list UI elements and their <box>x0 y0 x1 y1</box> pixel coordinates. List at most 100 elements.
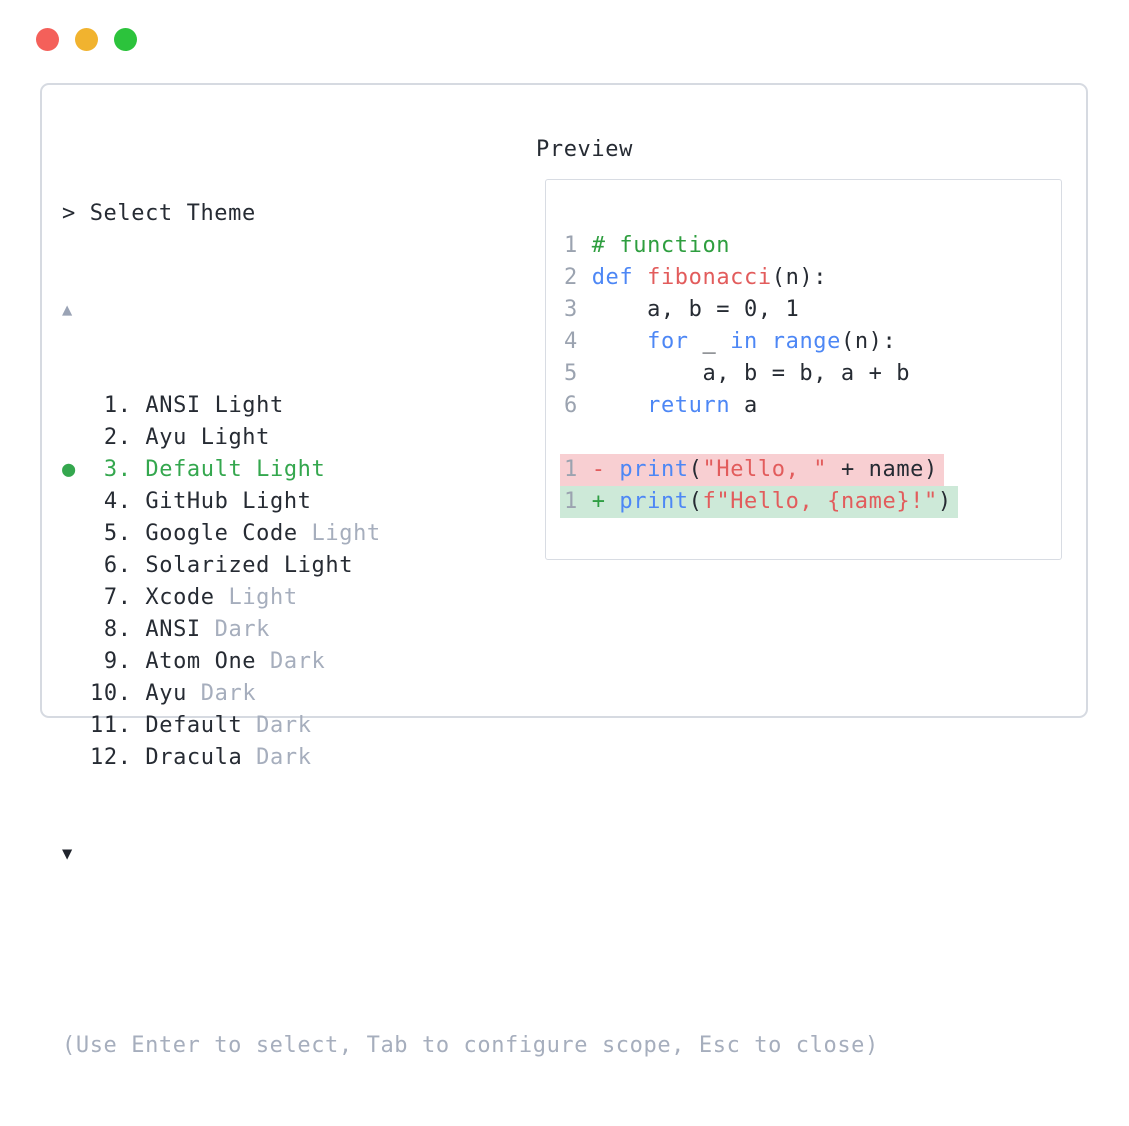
scroll-down-icon[interactable]: ▼ <box>62 844 73 864</box>
spacer-line <box>62 934 879 966</box>
line-number: 2 <box>564 265 592 290</box>
line-number: 4 <box>564 329 592 354</box>
theme-option-number: 7. <box>90 585 146 610</box>
bullet-placeholder <box>62 486 90 518</box>
bullet-placeholder <box>62 582 90 614</box>
line-number: 5 <box>564 361 592 386</box>
diff-removed-line: 1 - print("Hello, " + name) <box>560 454 944 486</box>
code-token: ( <box>688 489 703 514</box>
theme-option-variant: Dark <box>186 681 257 706</box>
bullet-placeholder <box>62 646 90 678</box>
theme-option-variant: Dark <box>242 713 312 738</box>
theme-option-11[interactable]: 11. Default Dark <box>62 710 879 742</box>
code-token: in <box>730 329 758 354</box>
theme-selector-panel: > Select Theme ▲ 1. ANSI Light 2. Ayu Li… <box>40 83 1088 1058</box>
line-number: 1 <box>564 489 592 514</box>
code-line-4: 4 for _ in range(n): <box>564 326 1061 358</box>
theme-option-number: 5. <box>90 521 146 546</box>
theme-option-number: 9. <box>90 649 146 674</box>
code-token <box>592 329 647 354</box>
theme-option-number: 3. <box>90 457 146 482</box>
theme-option-number: 1. <box>90 393 146 418</box>
line-number: 1 <box>564 233 592 258</box>
theme-option-5[interactable]: 5. Google Code Light <box>62 518 879 550</box>
code-token: _ <box>688 329 731 354</box>
code-token: + name) <box>827 457 938 482</box>
theme-option-variant: Dark <box>242 745 312 770</box>
selected-bullet-icon: ● <box>62 457 76 482</box>
code-token: # function <box>591 233 731 258</box>
bullet-placeholder <box>62 390 90 422</box>
code-token: "Hello, " <box>702 457 828 482</box>
code-token <box>758 329 772 354</box>
code-token: fibonacci <box>647 265 772 290</box>
theme-option-label: Ayu <box>145 681 187 706</box>
code-line-7 <box>564 422 1061 454</box>
code-token: a <box>730 393 758 418</box>
theme-option-variant: Light <box>214 585 298 610</box>
prompt-label: > Select Theme <box>62 201 256 226</box>
theme-option-4[interactable]: 4. GitHub Light <box>62 486 879 518</box>
code-line-5: 5 a, b = b, a + b <box>564 358 1061 390</box>
code-line-3: 3 a, b = 0, 1 <box>564 294 1061 326</box>
theme-option-10[interactable]: 10. Ayu Dark <box>62 678 879 710</box>
footer-hint: (Use Enter to select, Tab to configure s… <box>62 1033 879 1058</box>
code-token: ( <box>688 457 703 482</box>
zoom-button[interactable] <box>114 28 137 51</box>
theme-option-7[interactable]: 7. Xcode Light <box>62 582 879 614</box>
code-token: for <box>647 329 689 354</box>
theme-option-number: 6. <box>90 553 146 578</box>
theme-option-label: Solarized Light <box>145 553 354 578</box>
window-controls <box>36 28 137 51</box>
code-line-1: 1 # function <box>564 230 1061 262</box>
theme-option-label: Default <box>145 713 243 738</box>
theme-option-label: ANSI <box>145 617 201 642</box>
code-token: return <box>647 393 731 418</box>
theme-option-number: 8. <box>90 617 146 642</box>
bullet-placeholder <box>62 550 90 582</box>
theme-option-2[interactable]: 2. Ayu Light <box>62 422 879 454</box>
code-token: a, b = 0, 1 <box>591 297 800 322</box>
code-token <box>633 265 647 290</box>
theme-option-number: 11. <box>90 713 146 738</box>
code-token: print <box>619 457 689 482</box>
code-token: (n): <box>771 265 828 290</box>
theme-option-label: Xcode <box>145 585 215 610</box>
line-number: 3 <box>564 297 592 322</box>
bullet-placeholder <box>62 422 90 454</box>
close-button[interactable] <box>36 28 59 51</box>
code-token: f"Hello, {name}!" <box>702 489 938 514</box>
code-line-2: 2 def fibonacci(n): <box>564 262 1061 294</box>
code-token: - <box>591 457 620 482</box>
theme-option-3[interactable]: ● 3. Default Light <box>62 454 879 486</box>
theme-option-9[interactable]: 9. Atom One Dark <box>62 646 879 678</box>
theme-option-label: Atom One <box>145 649 257 674</box>
minimize-button[interactable] <box>75 28 98 51</box>
bullet-placeholder <box>62 710 90 742</box>
line-number: 6 <box>564 393 592 418</box>
code-token: (n): <box>840 329 897 354</box>
theme-option-variant: Light <box>297 521 381 546</box>
code-line-8: 1 - print("Hello, " + name) <box>560 454 1061 486</box>
diff-added-line: 1 + print(f"Hello, {name}!") <box>560 486 958 518</box>
code-line-6: 6 return a <box>564 390 1061 422</box>
theme-option-8[interactable]: 8. ANSI Dark <box>62 614 879 646</box>
theme-option-number: 4. <box>90 489 146 514</box>
code-token: ) <box>937 489 952 514</box>
theme-option-12[interactable]: 12. Dracula Dark <box>62 742 879 774</box>
code-line-9: 1 + print(f"Hello, {name}!") <box>560 486 1061 518</box>
theme-option-1[interactable]: 1. ANSI Light <box>62 390 879 422</box>
code-token: def <box>591 265 634 290</box>
bullet-placeholder <box>62 678 90 710</box>
theme-option-6[interactable]: 6. Solarized Light <box>62 550 879 582</box>
scroll-up-icon[interactable]: ▲ <box>62 300 73 320</box>
theme-option-label: Ayu Light <box>145 425 270 450</box>
theme-option-label: ANSI Light <box>145 393 284 418</box>
theme-option-label: Dracula <box>145 745 243 770</box>
preview-title: Preview <box>536 137 633 162</box>
code-token: range <box>771 329 841 354</box>
bullet-placeholder <box>62 614 90 646</box>
line-number: 1 <box>564 457 592 482</box>
